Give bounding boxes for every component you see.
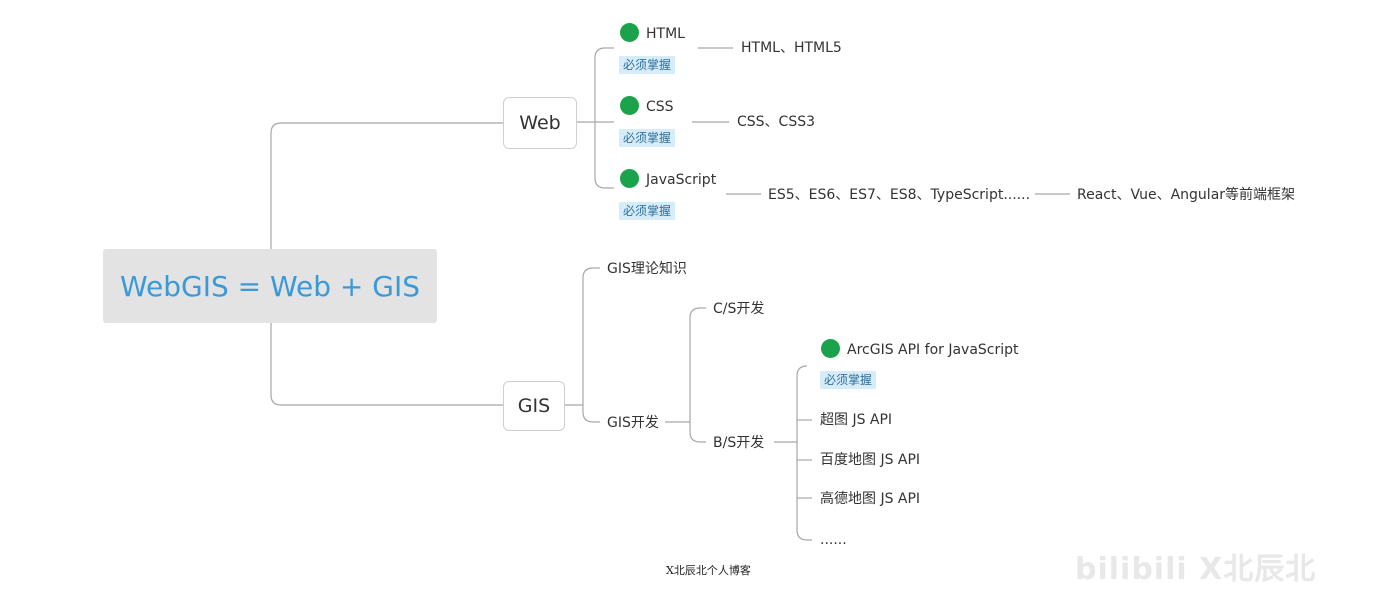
watermark: bilibili X北辰北 [1075, 552, 1317, 587]
javascript-node[interactable]: JavaScript [646, 172, 717, 188]
css-node[interactable]: CSS [646, 99, 674, 115]
gis-theory-node[interactable]: GIS理论知识 [607, 261, 687, 277]
amap-api-node[interactable]: 高德地图 JS API [820, 491, 921, 507]
html-node[interactable]: HTML [646, 26, 685, 42]
must-master-tag: 必须掌握 [619, 202, 676, 220]
cs-dev-node[interactable]: C/S开发 [713, 301, 765, 317]
footer-caption: X北辰北个人博客 [666, 564, 751, 577]
more-node[interactable]: ...... [820, 532, 847, 548]
must-master-tag: 必须掌握 [619, 56, 676, 74]
bs-dev-node[interactable]: B/S开发 [713, 435, 765, 451]
status-dot-icon [620, 169, 639, 188]
gis-dev-node[interactable]: GIS开发 [607, 415, 659, 431]
must-master-tag: 必须掌握 [619, 129, 676, 147]
supermap-api-node[interactable]: 超图 JS API [820, 412, 893, 428]
root-node[interactable]: WebGIS = Web + GIS [103, 249, 437, 323]
frameworks-detail[interactable]: React、Vue、Angular等前端框架 [1077, 187, 1296, 203]
baidu-map-api-node[interactable]: 百度地图 JS API [820, 452, 921, 468]
css-detail[interactable]: CSS、CSS3 [737, 114, 816, 130]
must-master-tag: 必须掌握 [820, 371, 877, 389]
html-detail[interactable]: HTML、HTML5 [741, 40, 842, 56]
arcgis-api-node[interactable]: ArcGIS API for JavaScript [847, 342, 1019, 358]
gis-node[interactable]: GIS [503, 381, 565, 431]
status-dot-icon [620, 23, 639, 42]
web-node[interactable]: Web [503, 97, 577, 149]
status-dot-icon [620, 96, 639, 115]
status-dot-icon [821, 339, 840, 358]
javascript-detail[interactable]: ES5、ES6、ES7、ES8、TypeScript...... [768, 187, 1031, 203]
